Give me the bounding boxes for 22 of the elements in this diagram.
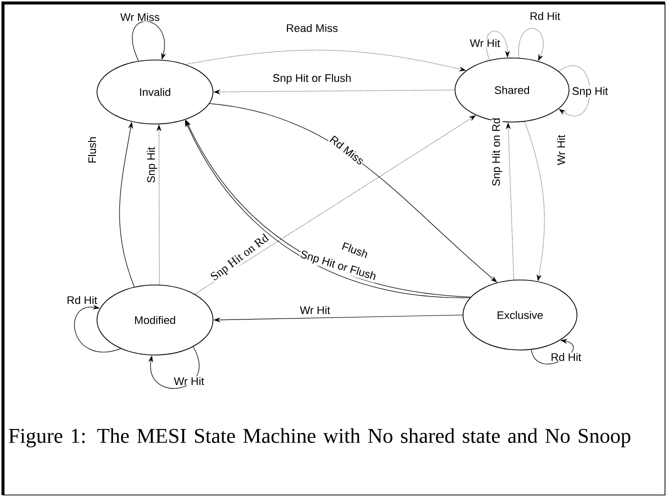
edge-label: Flush [87,136,97,164]
arrow [132,21,166,62]
figure-caption: Figure 1: The MESI State Machine with No shared state and No Snoop [8,428,630,448]
edge-label: Snp Hit [571,86,609,98]
arrow [148,346,200,389]
edge-label: Snp Hit [146,146,158,184]
edge-label: Snp Hit or Flush [272,73,352,85]
edge-label: Rd Hit [550,352,582,362]
edge-label: Snp Hit on Rd [491,117,503,187]
edge-label: Wr Hit [469,38,501,48]
edge-label: Rd Miss [328,134,366,166]
edge-label: Wr Hit [173,376,205,386]
edge-label: Read Miss [286,23,338,33]
edge-label: Wr Hit [299,305,331,315]
arrow [486,30,510,60]
edge-label: Wr Hit [556,134,566,166]
edge-label: Rd Hit [529,11,561,21]
edge-label: Snp Hit on Rd [208,232,272,284]
edge-label: Wr Miss [120,12,160,22]
edge-label: Rd Hit [66,295,98,305]
arrow [74,304,122,352]
arrow [558,66,590,116]
